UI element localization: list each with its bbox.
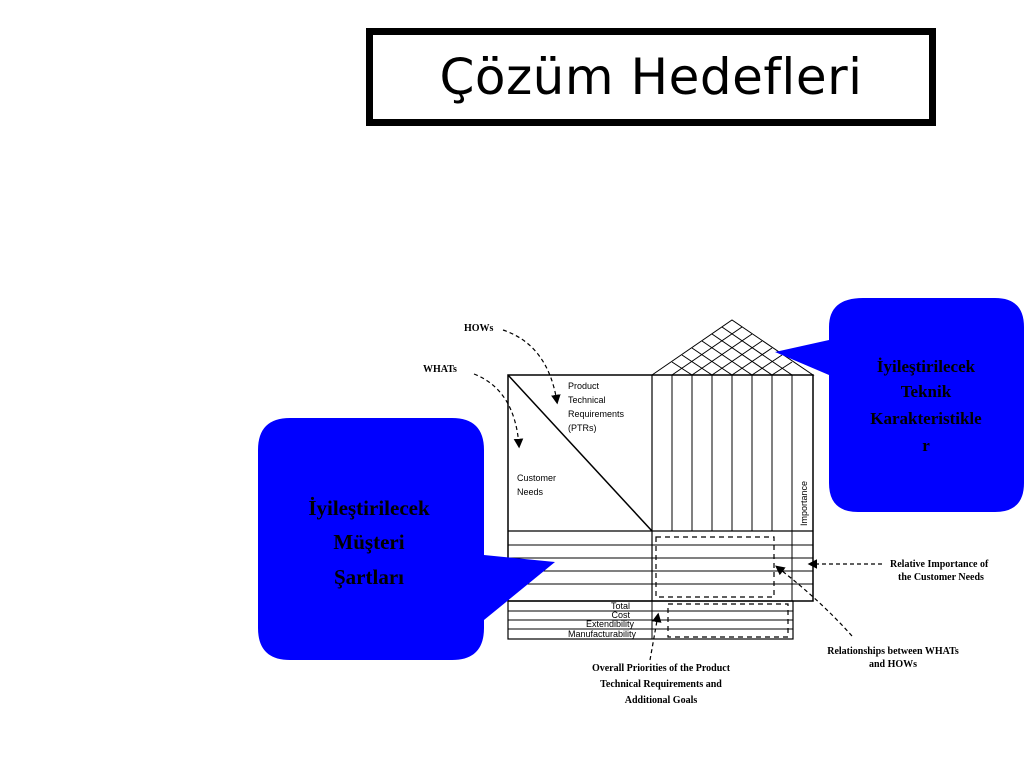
- bottom-row-manufacturability: Manufacturability: [568, 629, 637, 639]
- hoq-body: [507, 374, 814, 640]
- customer-needs-line-2: Needs: [517, 487, 544, 497]
- overall-priorities-line-1: Overall Priorities of the Product: [592, 663, 731, 674]
- customer-callout-line-1: İyileştirilecek: [308, 496, 430, 520]
- technical-callout: İyileştirilecek Teknik Karakteristikle r: [775, 298, 1024, 512]
- relationships-line-2: and HOWs: [869, 659, 917, 670]
- customer-callout-line-2: Müşteri: [333, 530, 404, 554]
- hows-label: HOWs: [464, 323, 494, 334]
- ptr-line-2: Technical: [568, 395, 606, 405]
- relative-importance-line-2: the Customer Needs: [898, 572, 984, 583]
- technical-callout-line-3: Karakteristikle: [870, 409, 982, 428]
- bottom-row-total: Total: [611, 601, 630, 611]
- page-title: Çözüm Hedefleri: [439, 48, 863, 106]
- roof-lattice: [650, 319, 815, 376]
- technical-callout-line-4: r: [922, 436, 930, 455]
- annotation-arrows: [473, 329, 882, 661]
- technical-callout-line-1: İyileştirilecek: [877, 357, 976, 376]
- ptr-line-3: Requirements: [568, 409, 625, 419]
- bottom-row-extendibility: Extendibility: [586, 619, 635, 629]
- customer-callout-line-3: Şartları: [334, 565, 404, 589]
- overall-priorities-line-3: Additional Goals: [625, 695, 698, 706]
- importance-label: Importance: [799, 481, 809, 526]
- bottom-row-cost: Cost: [611, 610, 630, 620]
- customer-needs-line-1: Customer: [517, 473, 556, 483]
- overall-priorities-line-2: Technical Requirements and: [600, 679, 722, 690]
- title-box: Çözüm Hedefleri: [366, 28, 936, 126]
- whats-label: WHATs: [423, 364, 457, 375]
- relative-importance-line-1: Relative Importance of: [890, 559, 989, 570]
- technical-callout-line-2: Teknik: [901, 382, 952, 401]
- customer-callout: İyileştirilecek Müşteri Şartları: [258, 418, 555, 660]
- ptr-line-1: Product: [568, 381, 600, 391]
- ptr-line-4: (PTRs): [568, 423, 597, 433]
- relationships-line-1: Relationships between WHATs: [827, 646, 959, 657]
